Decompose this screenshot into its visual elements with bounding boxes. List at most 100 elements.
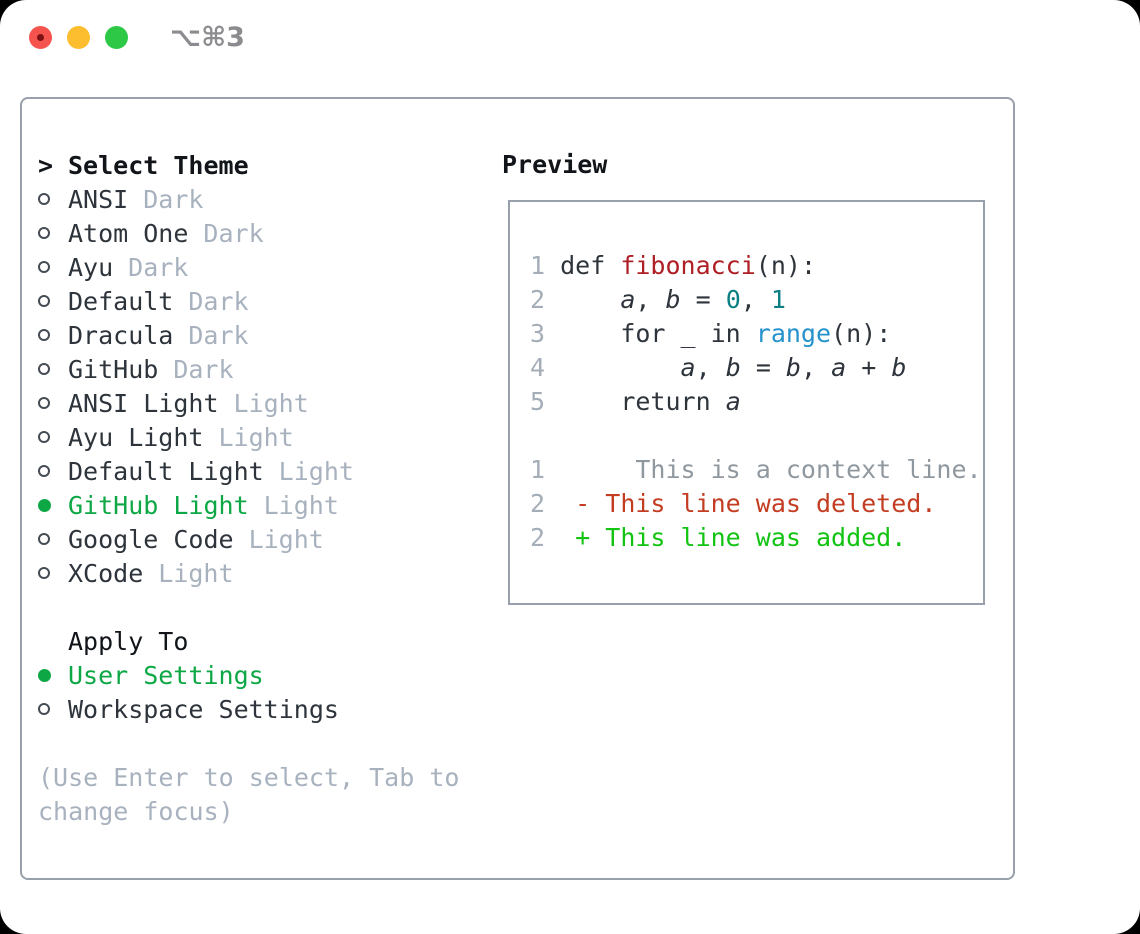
code-token-code: (n): [831, 319, 892, 348]
theme-option-dracula[interactable]: Dracula Dark [38, 318, 459, 352]
radio-marker [38, 329, 68, 341]
code-line: 1 This is a context line. [530, 453, 983, 487]
code-token-var: b [891, 353, 907, 382]
minimize-button[interactable] [67, 26, 90, 49]
theme-name: ANSI [68, 184, 129, 214]
code-line [530, 419, 983, 453]
code-token-var: b [665, 285, 681, 314]
code-line: 2 + This line was added. [530, 521, 983, 555]
theme-name: GitHub [68, 354, 159, 384]
code-token-func: fibonacci [620, 251, 756, 280]
spacer-row [38, 726, 459, 760]
radio-marker [38, 431, 68, 443]
code-token-num: 0 [725, 285, 741, 314]
radio-marker [38, 227, 68, 239]
line-number: 5 [530, 387, 561, 416]
radio-circle-icon [38, 567, 50, 579]
line-number: 1 [530, 251, 561, 280]
line-number: 2 [530, 285, 561, 314]
theme-tag: Light [248, 524, 324, 554]
theme-tag: Light [158, 558, 234, 588]
theme-name: Ayu Light [68, 422, 204, 452]
radio-circle-icon [38, 363, 50, 375]
radio-marker [38, 703, 68, 715]
select-theme-title: Select Theme [68, 150, 249, 180]
theme-option-google-code[interactable]: Google Code Light [38, 522, 459, 556]
code-token-var: b [785, 353, 801, 382]
theme-tag: Dark [188, 286, 249, 316]
theme-name: Atom One [68, 218, 189, 248]
code-token-code: = [680, 285, 726, 314]
radio-circle-icon [38, 703, 50, 715]
code-line: 2 - This line was deleted. [530, 487, 983, 521]
line-number: 3 [530, 319, 561, 348]
radio-marker [38, 567, 68, 579]
radio-marker [38, 363, 68, 375]
theme-option-default[interactable]: Default Dark [38, 284, 459, 318]
theme-name: Google Code [68, 524, 234, 554]
code-token-var: a [620, 285, 636, 314]
theme-option-github[interactable]: GitHub Dark [38, 352, 459, 386]
radio-circle-icon [38, 533, 50, 545]
line-number: 2 [530, 523, 561, 552]
line-number: 2 [530, 489, 561, 518]
code-token-code: , [695, 353, 726, 382]
code-token-code: , [635, 285, 666, 314]
radio-circle-icon [38, 193, 50, 205]
apply-option-workspace-settings[interactable]: Workspace Settings [38, 692, 459, 726]
code-token-num: 1 [770, 285, 786, 314]
theme-name: GitHub Light [68, 490, 249, 520]
code-line: 2 a, b = 0, 1 [530, 283, 983, 317]
line-number: 4 [530, 353, 561, 382]
apply-option-label: User Settings [68, 660, 264, 690]
radio-circle-icon [38, 295, 50, 307]
code-token-code [560, 285, 620, 314]
radio-marker [38, 465, 68, 477]
radio-circle-icon [38, 329, 50, 341]
apply-option-user-settings[interactable]: User Settings [38, 658, 459, 692]
unsaved-dot-icon [37, 34, 44, 41]
code-token-var: b [725, 353, 741, 382]
theme-name: Dracula [68, 320, 174, 350]
code-token-code: return [560, 387, 726, 416]
code-line: 5 return a [530, 385, 983, 419]
radio-circle-icon [38, 465, 50, 477]
code-line: 3 for _ in range(n): [530, 317, 983, 351]
apply-to-title: Apply To [68, 626, 189, 656]
line-number [530, 421, 560, 450]
preview-title: Preview [502, 150, 608, 179]
code-token-var: a [680, 353, 696, 382]
theme-tag: Dark [188, 320, 249, 350]
theme-tag: Dark [173, 354, 234, 384]
apply-to-header-row: Apply To [38, 624, 459, 658]
line-number: 1 [530, 455, 561, 484]
hint-line-1: (Use Enter to select, Tab to [38, 762, 460, 792]
radio-marker [38, 295, 68, 307]
zoom-button[interactable] [105, 26, 128, 49]
radio-circle-icon [38, 431, 50, 443]
code-token-code: + [846, 353, 892, 382]
selected-radio-icon [38, 498, 51, 512]
code-token-code: def [560, 251, 621, 280]
radio-marker [38, 193, 68, 205]
selected-radio-icon [38, 668, 51, 682]
radio-marker [38, 397, 68, 409]
close-button[interactable] [29, 26, 52, 49]
radio-circle-icon [38, 227, 50, 239]
code-token-context: This is a context line. [560, 455, 982, 484]
code-token-code: , [740, 285, 771, 314]
theme-name: Ayu [68, 252, 114, 282]
theme-name: Default [68, 286, 174, 316]
select-theme-header-row: > Select Theme [38, 148, 459, 182]
